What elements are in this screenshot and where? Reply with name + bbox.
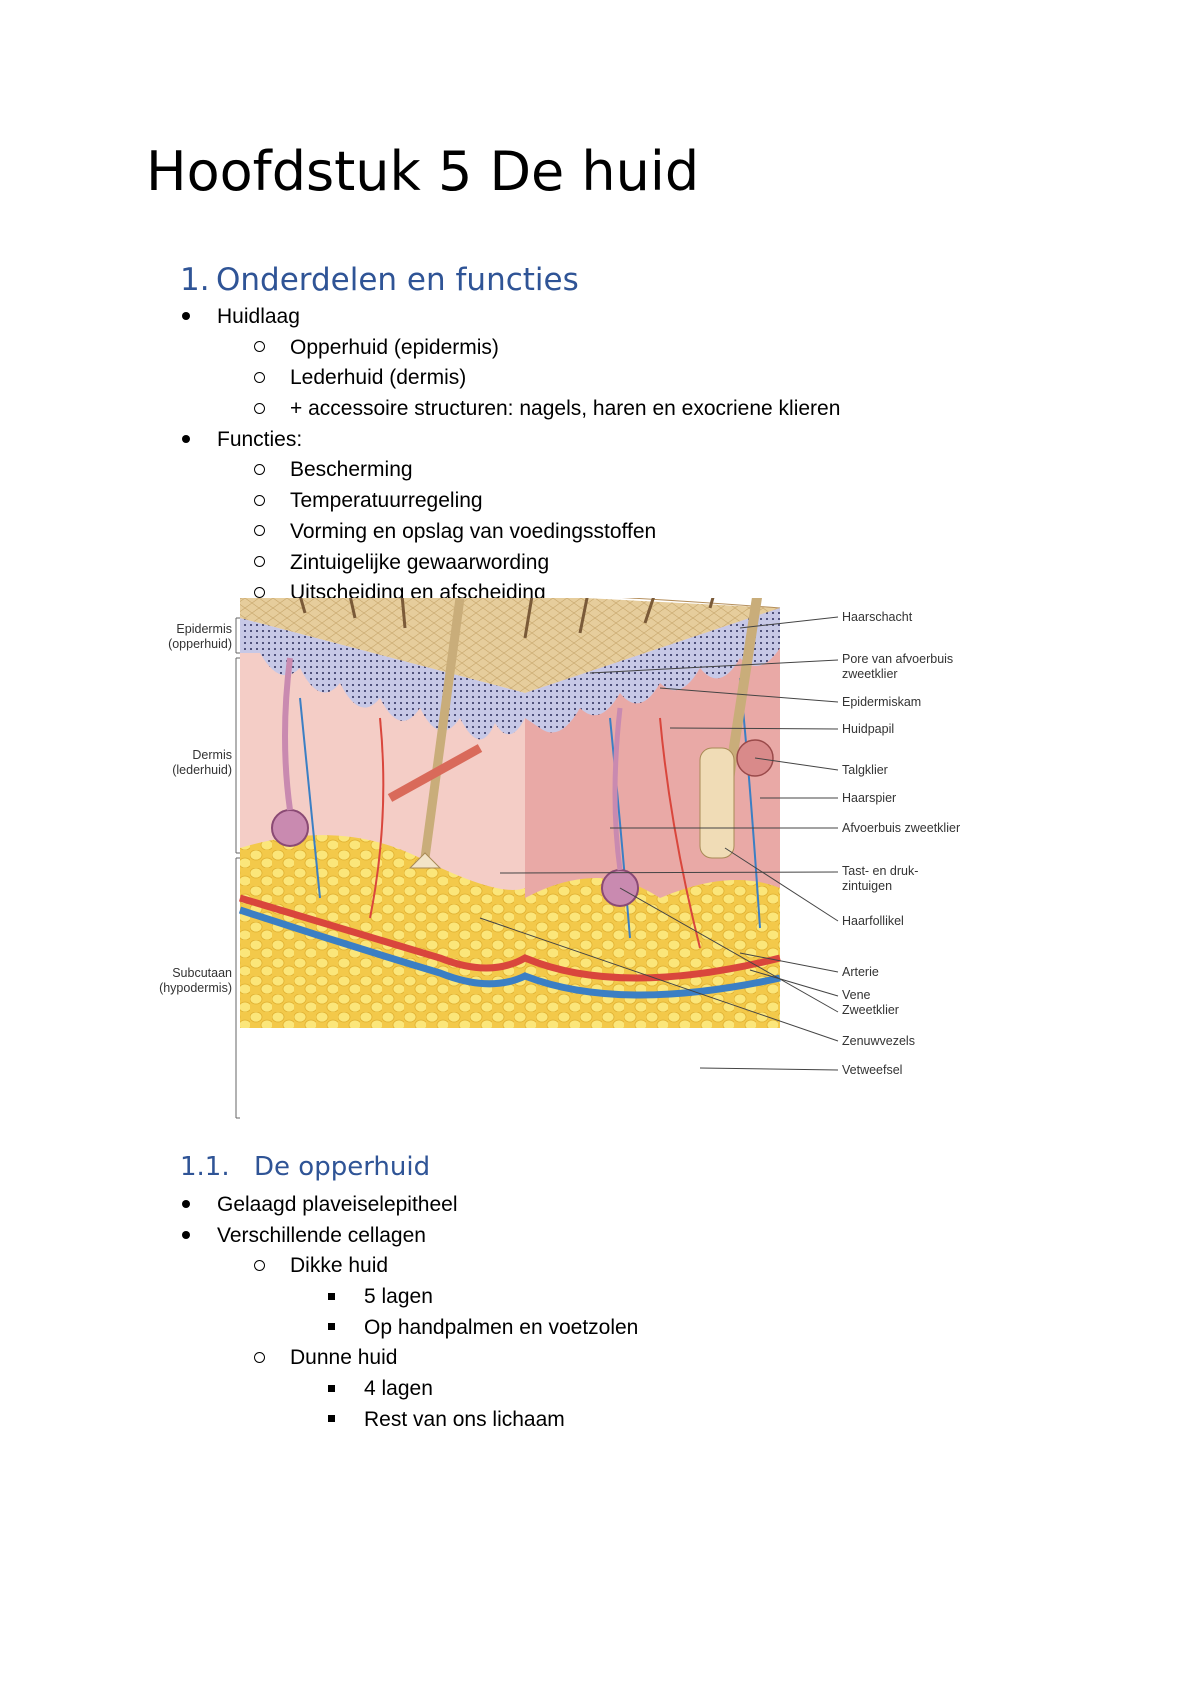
bullet-circle-icon	[254, 1343, 265, 1374]
bullet-circle-icon	[254, 455, 265, 486]
bullet-dot-icon	[182, 1221, 190, 1252]
list-item-text: 5 lagen	[364, 1285, 433, 1309]
list-item-text: Bescherming	[290, 458, 413, 482]
bullet-circle-icon	[254, 333, 265, 364]
list-item: Dikke huid	[0, 1251, 638, 1282]
label-subcutaan: Subcutaan(hypodermis)	[159, 966, 232, 995]
bullet-square-icon	[328, 1405, 335, 1436]
list-item-text: Zintuigelijke gewaarwording	[290, 550, 550, 574]
bullet-square-icon	[328, 1374, 335, 1405]
label-zenuwvezels: Zenuwvezels	[842, 1034, 915, 1048]
label-vetweefsel: Vetweefsel	[842, 1063, 903, 1077]
list-item-text: Dikke huid	[290, 1254, 389, 1278]
skin-cross-section-figure: Epidermis(opperhuid) Dermis(lederhuid) S…	[140, 572, 1020, 1123]
list-item: Temperatuurregeling	[0, 486, 840, 517]
bullet-circle-icon	[254, 363, 265, 394]
bullet-square-icon	[328, 1282, 335, 1313]
label-epidermiskam: Epidermiskam	[842, 695, 922, 709]
list-item: + accessoire structuren: nagels, haren e…	[0, 394, 840, 425]
list-item: Opperhuid (epidermis)	[0, 333, 840, 364]
list-item-text: 4 lagen	[364, 1377, 433, 1401]
bullet-circle-icon	[254, 548, 265, 579]
list-item-text: Verschillende cellagen	[217, 1223, 426, 1247]
section-title: Onderdelen en functies	[216, 262, 579, 298]
list-item-text: + accessoire structuren: nagels, haren e…	[290, 397, 841, 421]
section-number: 1.	[180, 262, 210, 298]
list-item: Huidlaag	[0, 302, 840, 333]
list-item: Gelaagd plaveiselepitheel	[0, 1190, 638, 1221]
label-haarspier: Haarspier	[842, 791, 897, 805]
label-haarschacht: Haarschacht	[842, 610, 913, 624]
list-item-text: Lederhuid (dermis)	[290, 366, 467, 390]
list-item-text: Dunne huid	[290, 1346, 398, 1370]
bullet-circle-icon	[254, 394, 265, 425]
section-heading-1-1: 1.1. De opperhuid	[180, 1152, 430, 1182]
bullet-dot-icon	[182, 1190, 190, 1221]
label-huidpapil: Huidpapil	[842, 722, 895, 736]
bullet-circle-icon	[254, 517, 265, 548]
list-item-text: Vorming en opslag van voedingsstoffen	[290, 519, 657, 543]
list-item: 4 lagen	[0, 1374, 638, 1405]
list-item: Functies:	[0, 425, 840, 456]
list-item: 5 lagen	[0, 1282, 638, 1313]
label-talgklier: Talgklier	[842, 763, 888, 777]
skin-illustration	[235, 572, 839, 1119]
label-dermis: Dermis(lederhuid)	[172, 748, 232, 777]
label-tast-druk: Tast- en druk-zintuigen	[842, 864, 919, 893]
page-title: Hoofdstuk 5 De huid	[146, 140, 700, 203]
bullet-dot-icon	[182, 302, 190, 333]
list-item-text: Gelaagd plaveiselepitheel	[217, 1193, 458, 1216]
list-item: Verschillende cellagen	[0, 1221, 638, 1252]
label-afvoerbuis-zweetklier: Afvoerbuis zweetklier	[842, 821, 961, 835]
list-item: Zintuigelijke gewaarwording	[0, 548, 840, 579]
section-title: De opperhuid	[254, 1152, 431, 1182]
list-item-text: Op handpalmen en voetzolen	[364, 1315, 639, 1339]
section-number: 1.1.	[180, 1152, 230, 1182]
list-item-text: Functies:	[217, 427, 303, 451]
list-item: Lederhuid (dermis)	[0, 363, 840, 394]
list-item: Op handpalmen en voetzolen	[0, 1313, 638, 1344]
bullet-square-icon	[328, 1313, 335, 1344]
label-haarfollikel: Haarfollikel	[842, 914, 904, 928]
section-heading-1: 1.Onderdelen en functies	[180, 262, 579, 298]
list-item: Rest van ons lichaam	[0, 1405, 638, 1436]
list-item: Dunne huid	[0, 1343, 638, 1374]
list-item-text: Temperatuurregeling	[290, 489, 483, 513]
bullet-circle-icon	[254, 486, 265, 517]
list-item-text: Rest van ons lichaam	[364, 1407, 565, 1431]
label-epidermis: Epidermis(opperhuid)	[168, 622, 232, 651]
label-arterie: Arterie	[842, 965, 879, 979]
list-item-text: Huidlaag	[217, 305, 300, 328]
list-item: Bescherming	[0, 455, 840, 486]
list-item: Vorming en opslag van voedingsstoffen	[0, 517, 840, 548]
bullet-circle-icon	[254, 1251, 265, 1282]
list-item-text: Opperhuid (epidermis)	[290, 335, 499, 359]
bullet-dot-icon	[182, 425, 190, 456]
